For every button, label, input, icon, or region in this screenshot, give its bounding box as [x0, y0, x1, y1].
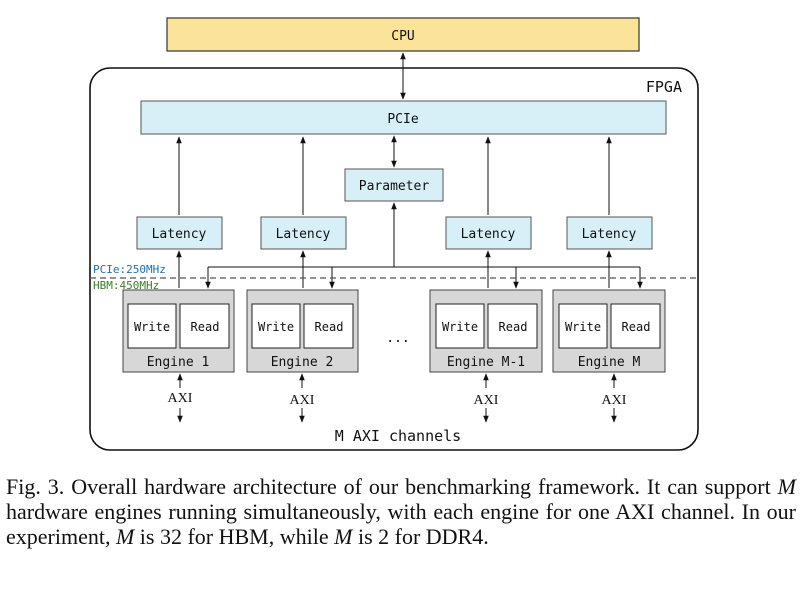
latency-block-1: Latency	[136, 216, 223, 250]
read-label: Read	[315, 320, 344, 334]
latency-label: Latency	[461, 227, 516, 242]
figure-caption: Fig. 3. Overall hardware architecture of…	[6, 474, 796, 549]
axi-label: AXI	[474, 393, 499, 408]
engine-1: Write Read Engine 1	[122, 289, 235, 373]
pcie-clock-label: PCIe:250MHz	[93, 263, 166, 276]
caption-text: is 2 for DDR4.	[352, 524, 489, 549]
axi-label: AXI	[602, 393, 627, 408]
axi-label: AXI	[168, 391, 193, 406]
latency-label: Latency	[276, 227, 331, 242]
engine-2: Write Read Engine 2	[246, 289, 359, 373]
write-label: Write	[258, 320, 294, 334]
latency-label: Latency	[582, 227, 637, 242]
engine-name: Engine 1	[147, 355, 210, 370]
parameter-block: Parameter	[344, 168, 444, 202]
caption-variable-m: M	[115, 524, 135, 549]
caption-text: hardware engines running simultaneously,…	[6, 499, 796, 549]
latency-to-pcie-arrows	[176, 136, 612, 215]
caption-variable-m: M	[777, 474, 796, 499]
pcie-block: PCIe	[140, 100, 667, 135]
write-label: Write	[442, 320, 478, 334]
write-label: Write	[134, 320, 170, 334]
engine-m: Write Read Engine M	[552, 289, 666, 373]
engine-name: Engine 2	[271, 355, 334, 370]
engine-to-latency-arrows	[176, 250, 612, 288]
parameter-label: Parameter	[359, 179, 430, 194]
axi-links	[177, 373, 617, 423]
pcie-label: PCIe	[387, 112, 418, 127]
latency-block-3: Latency	[445, 216, 532, 250]
axi-label: AXI	[290, 393, 315, 408]
fpga-label: FPGA	[646, 78, 682, 96]
fpga-boundary: FPGA	[89, 67, 699, 451]
caption-text: is 32 for HBM, while	[134, 524, 335, 549]
caption-variable-m: M	[334, 524, 353, 549]
write-label: Write	[565, 320, 601, 334]
engine-name: Engine M-1	[447, 355, 525, 370]
latency-block-2: Latency	[260, 216, 347, 250]
latency-block-4: Latency	[566, 216, 653, 250]
architecture-diagram: CPU FPGA PCIe Parameter Latency Latency …	[89, 17, 699, 451]
hbm-clock-label: HBM:450MHz	[93, 279, 159, 292]
latency-label: Latency	[152, 227, 207, 242]
engine-ellipsis: ...	[386, 331, 409, 346]
cpu-block: CPU	[166, 17, 640, 52]
caption-text: Fig. 3. Overall hardware architecture of…	[6, 474, 778, 499]
read-label: Read	[499, 320, 528, 334]
engine-m-minus-1: Write Read Engine M-1	[429, 289, 543, 373]
read-label: Read	[622, 320, 651, 334]
engine-name: Engine M	[578, 355, 641, 370]
axi-channels-label: M AXI channels	[335, 427, 461, 445]
read-label: Read	[191, 320, 220, 334]
cpu-label: CPU	[391, 29, 414, 44]
